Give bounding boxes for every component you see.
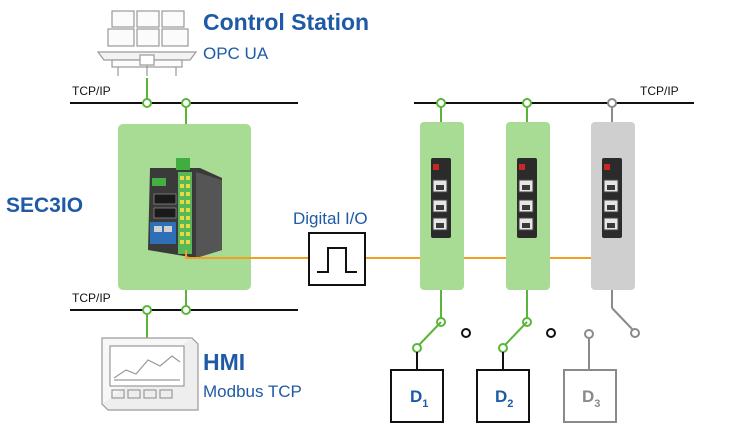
relay-contact — [498, 343, 508, 353]
digital-io-label: Digital I/O — [293, 209, 368, 228]
relay-contact — [630, 328, 640, 338]
device-label-3: D3 — [582, 387, 600, 410]
open-contact — [546, 328, 556, 338]
network-node — [142, 98, 152, 108]
hmi-panel-icon — [101, 337, 199, 411]
network-node — [181, 98, 191, 108]
relay-switch-closed — [504, 321, 528, 346]
hmi-title: HMI — [203, 349, 245, 375]
open-contact — [461, 328, 471, 338]
sec3io-device-icon — [148, 158, 222, 258]
square-wave-icon — [317, 247, 357, 273]
device-name-2: D — [495, 387, 507, 406]
tcpip-label-top-right: TCP/IP — [640, 84, 679, 98]
relay-switch-open — [611, 307, 634, 331]
network-node — [607, 98, 617, 108]
device-subscript-2: 2 — [507, 398, 513, 410]
device-subscript-1: 1 — [422, 398, 428, 410]
device-label-1: D1 — [410, 387, 428, 410]
network-node — [181, 305, 191, 315]
sec3io-label: SEC3IO — [6, 194, 83, 217]
device-box-2 — [476, 369, 530, 423]
remote-module-device-icon — [517, 158, 537, 238]
control-station-subtitle: OPC UA — [203, 44, 269, 63]
relay-contact — [412, 343, 422, 353]
remote-module-device-icon — [602, 158, 622, 238]
relay-contact — [584, 329, 594, 339]
control-station-icon — [96, 10, 198, 76]
device-name-3: D — [582, 387, 594, 406]
network-node — [522, 98, 532, 108]
device-subscript-3: 3 — [594, 398, 600, 410]
digital-io-box — [308, 232, 366, 286]
device-box-1 — [390, 369, 444, 423]
remote-module-device-icon — [431, 158, 451, 238]
device-name-1: D — [410, 387, 422, 406]
digital-io-line — [185, 250, 612, 259]
network-node — [142, 305, 152, 315]
relay-switch-closed — [418, 321, 442, 346]
device-box-3 — [563, 369, 617, 423]
hmi-subtitle: Modbus TCP — [203, 382, 302, 401]
network-node — [436, 98, 446, 108]
device-label-2: D2 — [495, 387, 513, 410]
control-station-title: Control Station — [203, 9, 369, 35]
tcpip-label-top-left: TCP/IP — [72, 84, 111, 98]
tcpip-label-bottom-left: TCP/IP — [72, 291, 111, 305]
